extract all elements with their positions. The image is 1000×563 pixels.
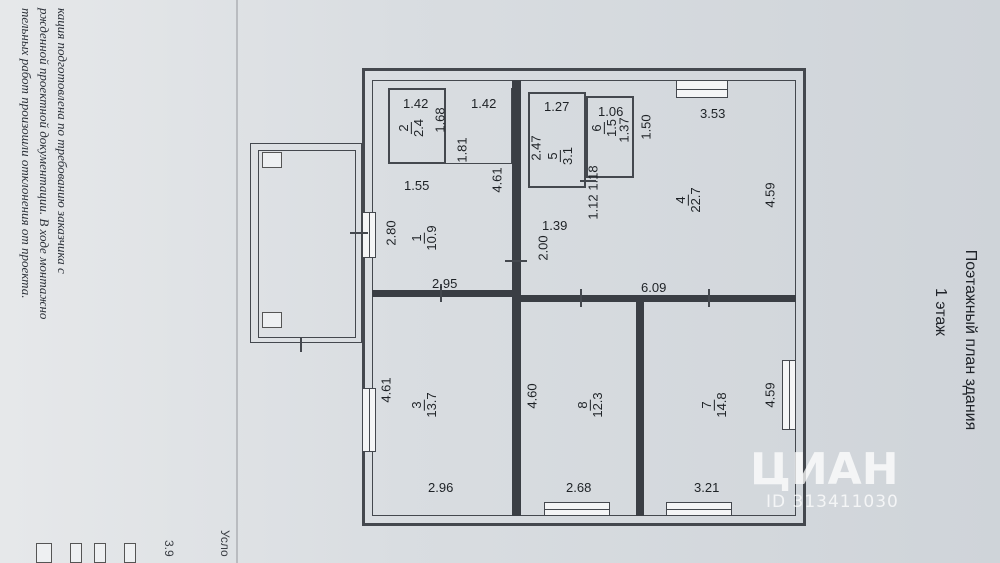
room-2-area: 2.4 [410, 118, 426, 138]
room-8-area: 12.3 [589, 392, 605, 418]
room-1-area: 10.9 [423, 225, 439, 251]
dimension-label: 2.96 [428, 480, 454, 495]
room-1-corner [444, 88, 512, 164]
dimension-label: 1.81 [454, 137, 470, 163]
dimension-label: 4.59 [762, 182, 778, 208]
porch-inner [258, 150, 356, 338]
door-mark [505, 260, 527, 262]
dimension-label: 1.37 [616, 117, 632, 143]
door-mark [708, 289, 710, 307]
legend-swatch [36, 543, 52, 563]
dimension-label: 1.39 [542, 218, 568, 233]
dimension-label: 2.80 [383, 220, 399, 246]
room-4-area: 22.7 [687, 187, 703, 213]
room-6-outline [586, 96, 634, 178]
room-6-label: 6 1.5 [588, 119, 619, 137]
dimension-label: 2.95 [432, 276, 458, 291]
window [362, 388, 376, 452]
room-3-area: 13.7 [423, 392, 439, 418]
dimension-label: 2.68 [566, 480, 592, 495]
watermark-id: ID 313411030 [766, 492, 899, 512]
room-3-number: 3 [408, 399, 425, 411]
window [666, 502, 732, 516]
room-6-number: 6 [588, 122, 605, 134]
window [362, 212, 376, 258]
room-7-label: 7 14.8 [698, 392, 729, 418]
window [782, 360, 796, 430]
side-note-line-1: кация подготовлена по требованию заказчи… [55, 8, 70, 274]
room-1-label: 1 10.9 [408, 225, 439, 251]
floor-label: 1 этаж [932, 288, 949, 336]
dimension-label: 4.61 [378, 377, 394, 403]
dimension-label: 1.55 [404, 178, 430, 193]
window [544, 502, 610, 516]
side-note-line-2: ржденной проектной документации. В ходе … [37, 8, 52, 320]
dimension-label: 1.42 [403, 96, 429, 111]
porch-post-marker [262, 312, 282, 328]
legend-swatch [124, 543, 136, 563]
porch-post-marker [262, 152, 282, 168]
plan-title: Поэтажный план здания [962, 249, 979, 431]
dimension-label: 4.61 [489, 167, 505, 193]
dimension-label: 1.12 [585, 194, 601, 220]
dimension-label: 2.47 [528, 135, 544, 161]
dimension-label: 1.68 [432, 107, 448, 133]
window [676, 80, 728, 98]
dimension-label: 6.09 [641, 280, 667, 295]
partition-wall [521, 295, 796, 302]
room-7-area: 14.8 [713, 392, 729, 418]
cropped-text-fragment: Усло [218, 530, 232, 557]
outer-wall [362, 68, 806, 526]
room-7-number: 7 [698, 399, 715, 411]
legend-swatch [94, 543, 106, 563]
room-2-outline [388, 88, 446, 164]
room-8-number: 8 [574, 399, 591, 411]
room-8-label: 8 12.3 [574, 392, 605, 418]
dimension-label: 3.53 [700, 106, 726, 121]
room-4-number: 4 [672, 194, 689, 206]
legend-swatch [70, 543, 82, 563]
partition-wall [636, 302, 644, 516]
partition-wall [372, 290, 512, 297]
dimension-label: 2.00 [535, 235, 551, 261]
watermark-logo: ЦИАН [750, 444, 899, 495]
dimension-label: 1.06 [598, 104, 624, 119]
room-5-number: 5 [544, 150, 561, 162]
page-fold-line [236, 0, 238, 563]
room-5-area: 3.1 [559, 146, 575, 166]
dimension-label: 4.59 [762, 382, 778, 408]
door-mark [580, 289, 582, 307]
room-1-number: 1 [408, 232, 425, 244]
room-2-label: 2 2.4 [395, 118, 426, 138]
room-4-label: 4 22.7 [672, 187, 703, 213]
porch-entry-mark [300, 338, 302, 352]
dimension-label: 4.60 [524, 383, 540, 409]
dimension-label: 1.50 [638, 114, 654, 140]
room-5-outline [528, 92, 586, 188]
dimension-label: 3.21 [694, 480, 720, 495]
dimension-label: 1.18 [585, 165, 601, 191]
dimension-label: 1.42 [471, 96, 497, 111]
cropped-text-fragment: 3.9 [162, 540, 176, 557]
door-mark [580, 180, 596, 182]
room-5-label: 5 3.1 [544, 146, 575, 166]
dimension-label: 1.27 [544, 99, 570, 114]
door-mark [350, 232, 368, 234]
partition-wall [512, 80, 521, 516]
room-2-number: 2 [395, 122, 412, 134]
porch [250, 143, 362, 343]
side-note-line-3: тельных работ произошли отклонения от пр… [19, 8, 34, 299]
door-mark [440, 284, 442, 302]
room-3-label: 3 13.7 [408, 392, 439, 418]
